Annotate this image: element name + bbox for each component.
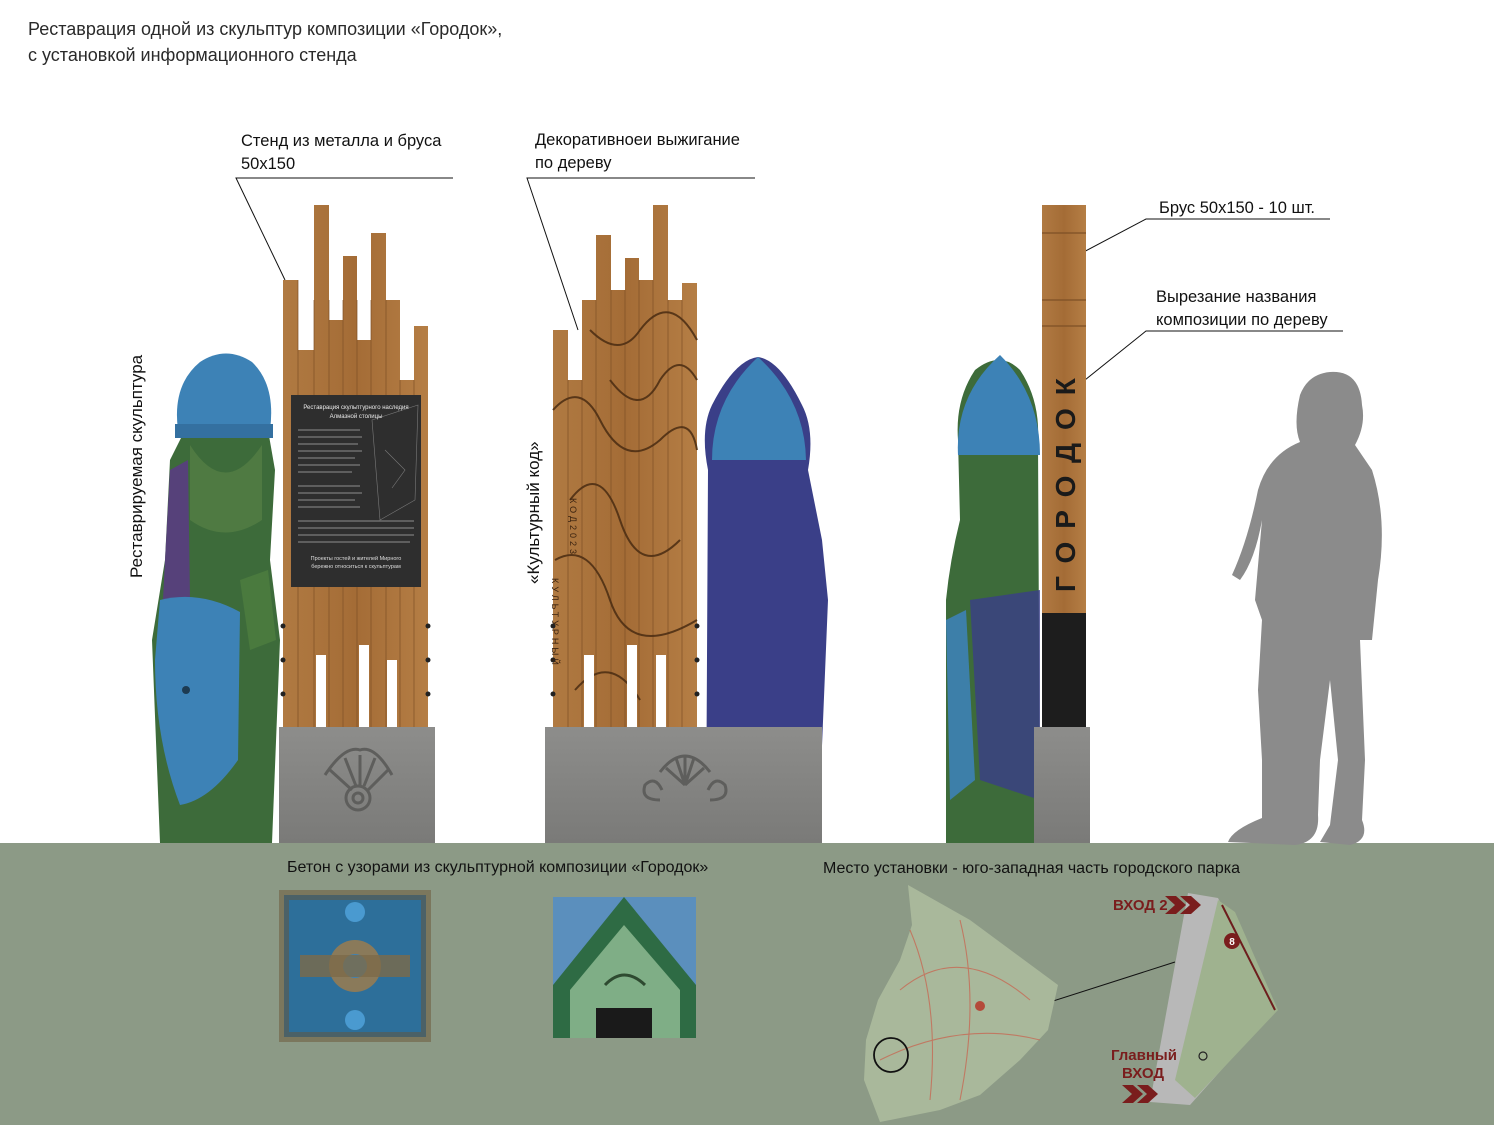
panel-heading-1: Реставрация скульптурного наследия [303, 405, 408, 411]
carving-callout: Вырезание названия композиции по дереву [1156, 286, 1328, 332]
info-stand: Реставрация скульптурного наследия Алмаз… [279, 205, 435, 843]
beam-callout: Брус 50х150 - 10 шт. [1159, 199, 1316, 217]
stand-callout-line-2: 50х150 [241, 155, 296, 173]
panel-footer-1: Проекты гостей и жителей Мирного [311, 555, 402, 562]
main-entrance-arrows-icon [1122, 1085, 1158, 1103]
map-marker-number: 8 [1229, 937, 1235, 948]
burning-callout: Декоративноеи выжигание по дереву [535, 129, 740, 175]
warrior-sculpture [152, 353, 280, 843]
carving-callout-line-1: Вырезание названия [1156, 288, 1317, 306]
main-entrance-label-2: ВХОД [1122, 1065, 1164, 1082]
main-entrance-label-1: Главный [1111, 1047, 1177, 1064]
sculpture-vertical-label: Реставрируемая скульптура [127, 354, 146, 578]
stand-callout-line-1: Стенд из металла и бруса [241, 132, 442, 150]
gorodok-column [946, 205, 1090, 843]
panel-heading-2: Алмазной столицы [330, 413, 383, 420]
park-map: 8 ВХОД 2 Главный ВХОД [864, 885, 1278, 1122]
burned-text-col2: КОД2023 [568, 498, 578, 558]
burning-callout-line-2: по дереву [535, 154, 612, 172]
code-vertical-label: «Культурный код» [524, 441, 543, 584]
stand-callout: Стенд из металла и бруса 50х150 [241, 130, 441, 176]
entrance-2-label: ВХОД 2 [1113, 897, 1168, 914]
concrete-base-3 [1034, 727, 1090, 843]
carving-callout-line-2: композиции по дереву [1156, 311, 1328, 329]
burning-callout-line-1: Декоративноеи выжигание [535, 131, 740, 149]
concrete-label: Бетон с узорами из скульптурной композиц… [287, 859, 709, 876]
panel-footer-2: бережно относиться к скульптурам [311, 564, 401, 570]
title-line-2: с установкой информационного стенда [28, 45, 357, 65]
page-title: Реставрация одной из скульптур композици… [28, 16, 502, 68]
place-label: Место установки - юго-западная часть гор… [823, 860, 1240, 877]
carved-name: ГОРОДОК [1050, 365, 1081, 592]
burned-text-col1: КУЛЬТУРНЫЙ [550, 578, 560, 668]
ornament-photo-2 [553, 897, 696, 1038]
title-line-1: Реставрация одной из скульптур композици… [28, 19, 503, 39]
human-silhouette [1228, 371, 1382, 845]
ornament-photo-1 [279, 890, 431, 1042]
cultural-code-stand [545, 205, 828, 843]
entrance-2-arrows-icon [1165, 896, 1201, 914]
